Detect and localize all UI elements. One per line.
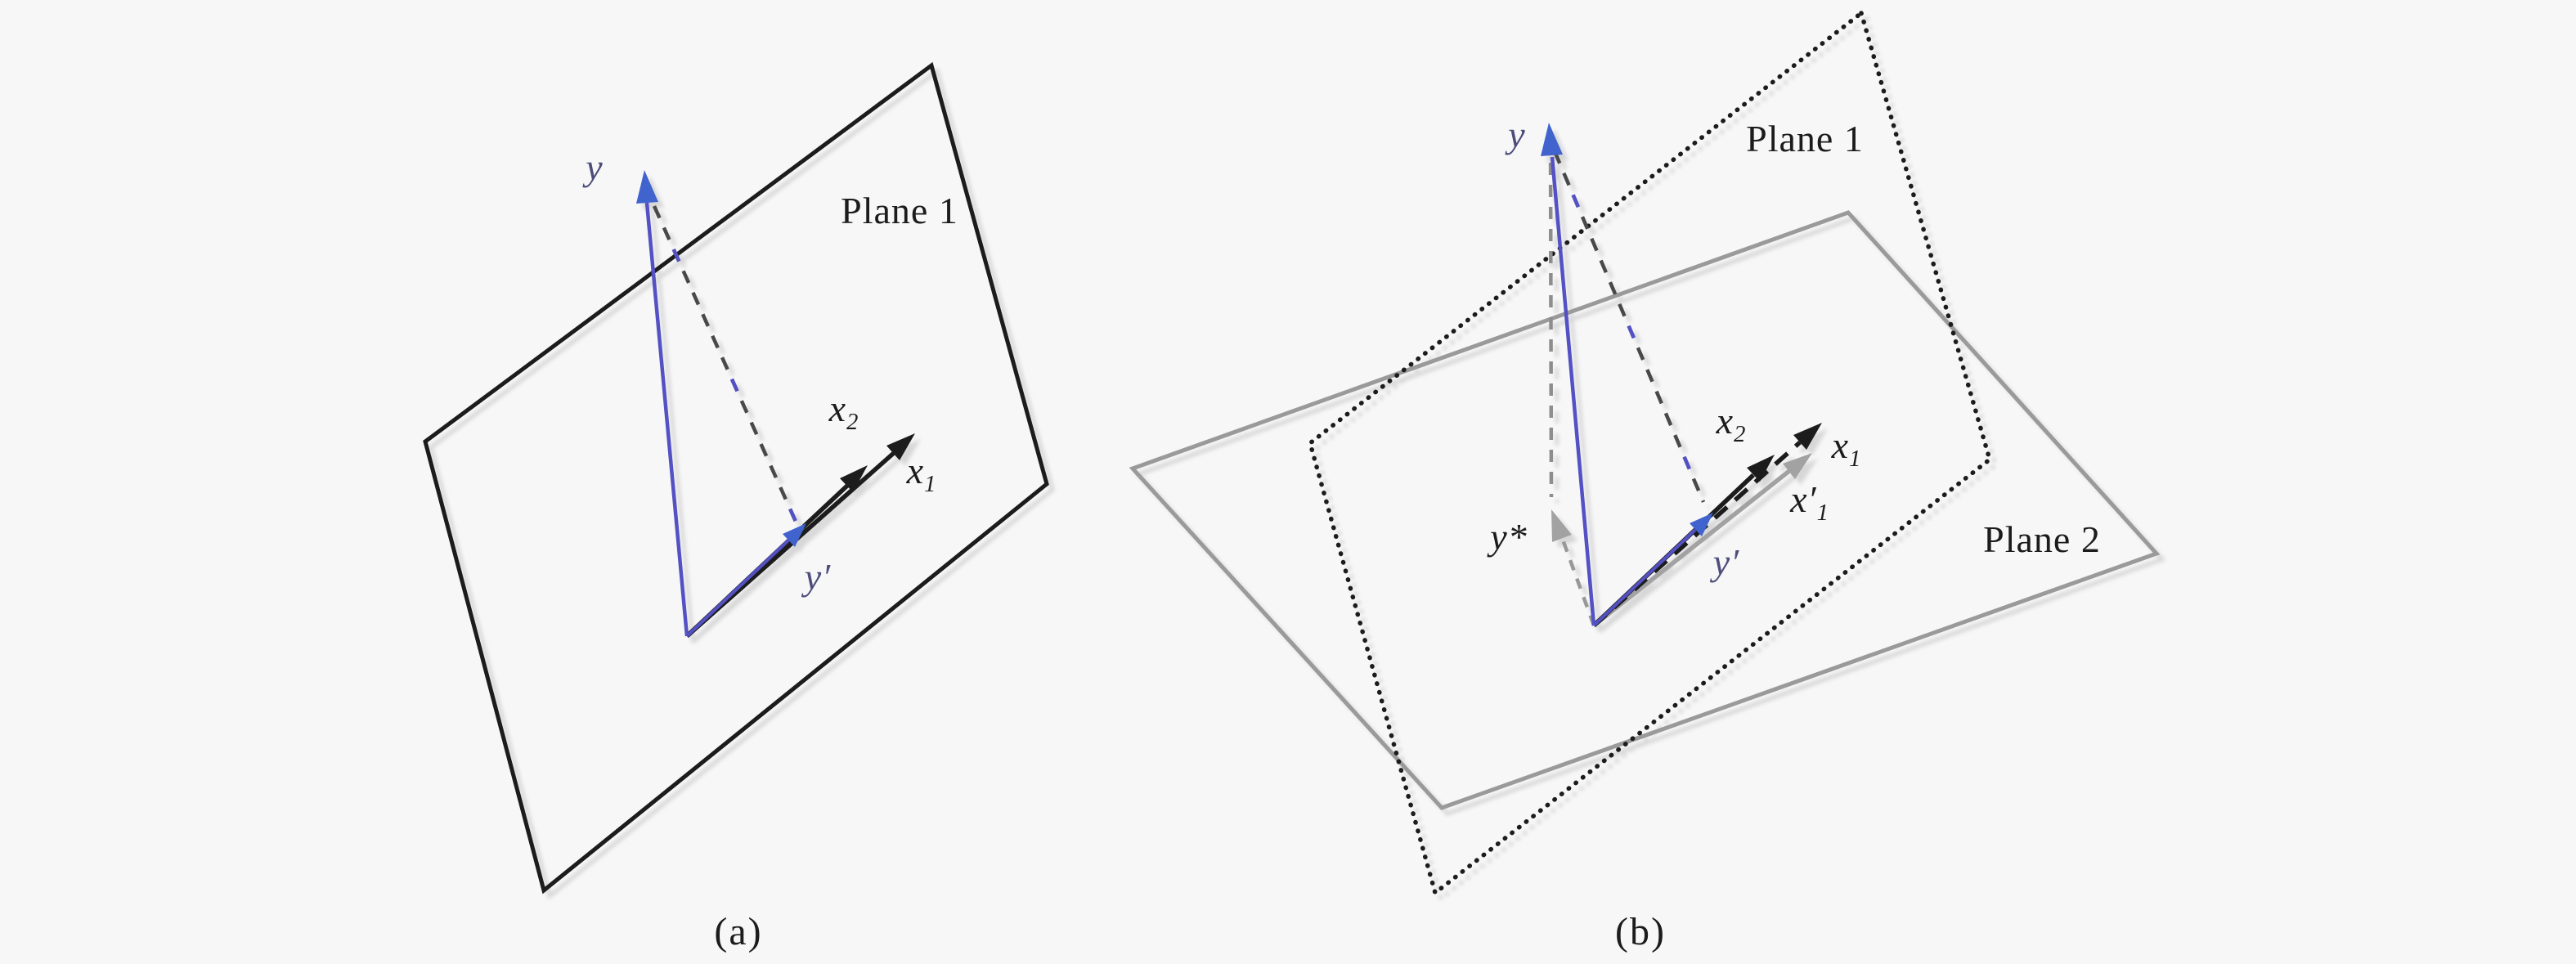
x1-prime-vector-head-b bbox=[1783, 453, 1812, 479]
projection-dashed-line-a-blue-ticks bbox=[652, 205, 799, 524]
x1-vector-shaft-b bbox=[1592, 440, 1802, 628]
label-x2-a: x2 bbox=[828, 388, 859, 436]
y-prime-vector-shaft-b bbox=[1592, 528, 1697, 627]
caption-a: (a) bbox=[714, 910, 763, 953]
label-plane1-b: Plane 1 bbox=[1746, 118, 1864, 159]
label-y-a: y bbox=[586, 146, 604, 188]
y-vector-shaft-b bbox=[1550, 156, 1596, 626]
caption-b: (b) bbox=[1615, 910, 1666, 953]
label-x1-a: x1 bbox=[906, 450, 937, 498]
label-plane1-a: Plane 1 bbox=[841, 190, 958, 231]
plane1-outline-b bbox=[1307, 9, 1993, 897]
plane2-outline-b bbox=[1129, 210, 2161, 810]
x2-vector-head-a bbox=[840, 465, 868, 492]
x1-vector-head-b bbox=[1793, 423, 1822, 450]
label-y-prime-b: y′ bbox=[1712, 541, 1740, 583]
projection-dashed-line-b-blue-ticks bbox=[1552, 150, 1706, 503]
y-prime-vector-head-b bbox=[1690, 513, 1713, 536]
x1-vector-head-a bbox=[886, 433, 915, 460]
y-star-vector-head-b bbox=[1551, 509, 1572, 542]
y-star-vector-shaft-b bbox=[1560, 539, 1596, 626]
label-y-prime-a: y′ bbox=[804, 556, 832, 598]
y-prime-vector-shaft-a bbox=[685, 538, 791, 638]
y-vector-shaft-a bbox=[644, 202, 689, 637]
label-plane2-b: Plane 2 bbox=[1983, 518, 2101, 560]
label-x2-b: x2 bbox=[1716, 400, 1747, 448]
y-vector-head-b bbox=[1541, 123, 1563, 156]
plane1-outline-a bbox=[423, 61, 1049, 895]
y-vector-head-a bbox=[636, 170, 658, 204]
label-x1-prime-b: x′1 bbox=[1790, 478, 1829, 527]
label-y-star-b: y* bbox=[1490, 516, 1528, 558]
label-y-b: y bbox=[1508, 114, 1526, 155]
figure-a-group bbox=[423, 61, 1049, 895]
x2-vector-head-b bbox=[1747, 455, 1775, 482]
y-prime-vector-head-a bbox=[783, 523, 806, 547]
x1-prime-vector-shaft-b bbox=[1592, 469, 1791, 628]
label-x1-b: x1 bbox=[1831, 424, 1862, 473]
figure-b-group bbox=[1129, 9, 2161, 897]
